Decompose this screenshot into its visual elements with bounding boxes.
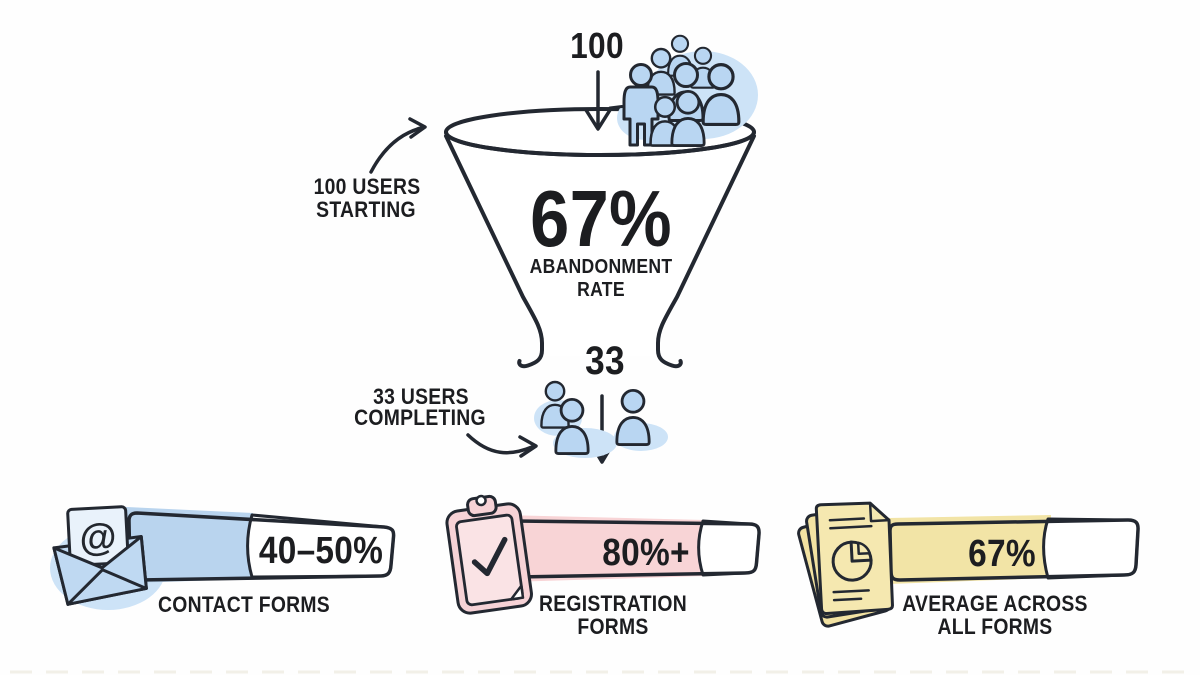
stat-value-contact: 40–50% [258, 530, 384, 572]
outgoing-users-icon [534, 380, 668, 458]
stat-label-registration-line2: FORMS [577, 614, 649, 639]
starting-users-label-line2: STARTING [316, 197, 416, 222]
starting-arrow-icon [369, 117, 427, 174]
incoming-users-icon [617, 34, 758, 147]
stat-value-registration: 80%+ [602, 532, 690, 574]
stat-bar-registration [504, 515, 761, 582]
clipboard-check-icon [445, 494, 533, 615]
stat-label-contact: CONTACT FORMS [158, 592, 330, 617]
stat-bars: @ [50, 494, 1140, 628]
abandonment-rate-label-line1: ABANDONMENT [529, 256, 673, 278]
stat-label-registration-line1: REGISTRATION [538, 591, 688, 616]
funnel-outline [444, 130, 756, 369]
abandonment-rate-label-line2: RATE [577, 279, 625, 301]
completing-users-label-line1: 33 USERS [373, 384, 469, 409]
abandonment-rate-value: 67% [530, 174, 672, 263]
envelope-at-icon: @ [52, 505, 148, 606]
completing-arrow-icon [466, 433, 538, 458]
stat-bar-contact [126, 507, 396, 583]
output-count: 33 [585, 339, 625, 383]
report-documents-icon [797, 501, 894, 628]
starting-users-label-line1: 100 USERS [313, 174, 421, 199]
input-count: 100 [570, 25, 624, 66]
completing-users-label-line2: COMPLETING [354, 405, 486, 430]
input-arrow-icon [584, 70, 624, 131]
stat-label-average-line1: AVERAGE ACROSS [902, 591, 1088, 616]
stat-value-average: 67% [968, 533, 1036, 575]
at-symbol: @ [78, 516, 117, 560]
stat-label-average-line2: ALL FORMS [937, 614, 1053, 639]
